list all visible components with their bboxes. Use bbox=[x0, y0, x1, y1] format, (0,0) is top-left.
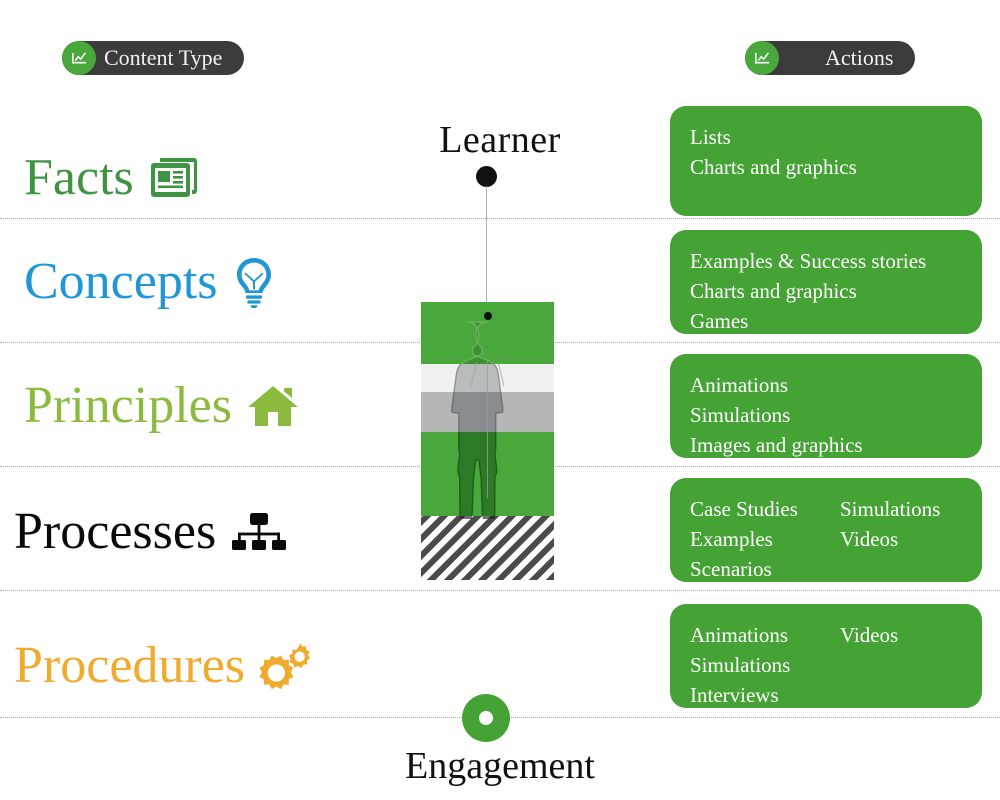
action-item: Case Studies bbox=[690, 497, 798, 521]
learner-figure-panel bbox=[421, 302, 554, 580]
action-item: Examples bbox=[690, 527, 773, 551]
content-type-row-procedures[interactable]: Procedures bbox=[14, 634, 317, 698]
row-divider bbox=[0, 218, 1000, 219]
content-type-label: Facts bbox=[24, 149, 134, 206]
action-item: Simulations bbox=[690, 403, 791, 427]
content-type-label: Concepts bbox=[24, 253, 218, 310]
action-column-primary: Animations Simulations Interviews bbox=[690, 620, 840, 707]
row-divider bbox=[0, 590, 1000, 591]
newspaper-icon bbox=[148, 155, 200, 201]
gears-icon bbox=[259, 639, 317, 693]
action-column-primary: Case Studies Examples Scenarios bbox=[690, 494, 840, 581]
action-box[interactable]: Animations Simulations Images and graphi… bbox=[670, 354, 982, 458]
action-column-secondary: Videos bbox=[840, 620, 898, 692]
learner-node-dot bbox=[476, 166, 497, 187]
action-item: Interviews bbox=[690, 683, 779, 707]
actions-header: Actions bbox=[745, 41, 916, 75]
action-item: Videos bbox=[840, 623, 899, 647]
house-icon bbox=[246, 382, 300, 430]
content-type-row-processes[interactable]: Processes bbox=[14, 500, 288, 564]
action-item: Lists bbox=[690, 125, 731, 149]
action-item: Animations bbox=[690, 373, 788, 397]
content-type-label: Processes bbox=[14, 503, 217, 560]
sitemap-icon bbox=[230, 508, 288, 556]
action-column-primary: Examples & Success stories Charts and gr… bbox=[690, 246, 927, 333]
figure-head-dot bbox=[484, 312, 492, 320]
action-item: Charts and graphics bbox=[690, 279, 857, 303]
lightbulb-icon bbox=[232, 256, 276, 308]
person-suit-rear-view-icon bbox=[451, 321, 505, 519]
learner-label: Learner bbox=[439, 119, 561, 161]
learner-connector-line bbox=[486, 186, 487, 303]
content-type-header: Content Type bbox=[62, 41, 245, 75]
action-item: Animations bbox=[690, 623, 788, 647]
engagement-node-ring bbox=[462, 694, 510, 742]
content-type-row-facts[interactable]: Facts bbox=[24, 146, 200, 210]
figure-band-striped bbox=[421, 516, 554, 580]
action-column-secondary: Simulations Videos bbox=[840, 494, 940, 566]
engagement-label: Engagement bbox=[405, 745, 595, 787]
action-item: Examples & Success stories bbox=[690, 249, 927, 273]
action-item: Simulations bbox=[840, 497, 941, 521]
content-type-row-concepts[interactable]: Concepts bbox=[24, 250, 276, 314]
action-item: Videos bbox=[840, 527, 899, 551]
action-item: Games bbox=[690, 309, 749, 333]
action-column-primary: Lists Charts and graphics bbox=[690, 122, 857, 200]
action-box[interactable]: Lists Charts and graphics bbox=[670, 106, 982, 216]
action-item: Simulations bbox=[690, 653, 791, 677]
content-type-label: Principles bbox=[24, 377, 232, 434]
action-column-primary: Animations Simulations Images and graphi… bbox=[690, 370, 863, 457]
content-type-row-principles[interactable]: Principles bbox=[24, 374, 300, 438]
content-type-header-label: Content Type bbox=[104, 45, 223, 70]
action-item: Charts and graphics bbox=[690, 155, 857, 179]
action-box[interactable]: Animations Simulations Interviews Videos bbox=[670, 604, 982, 708]
action-item: Images and graphics bbox=[690, 433, 863, 457]
actions-header-label: Actions bbox=[825, 45, 894, 70]
chart-icon bbox=[62, 41, 96, 75]
action-box[interactable]: Examples & Success stories Charts and gr… bbox=[670, 230, 982, 334]
content-type-label: Procedures bbox=[14, 637, 246, 694]
engagement-node-hole bbox=[479, 711, 493, 725]
action-box[interactable]: Case Studies Examples Scenarios Simulati… bbox=[670, 478, 982, 582]
action-item: Scenarios bbox=[690, 557, 772, 581]
chart-icon bbox=[745, 41, 779, 75]
